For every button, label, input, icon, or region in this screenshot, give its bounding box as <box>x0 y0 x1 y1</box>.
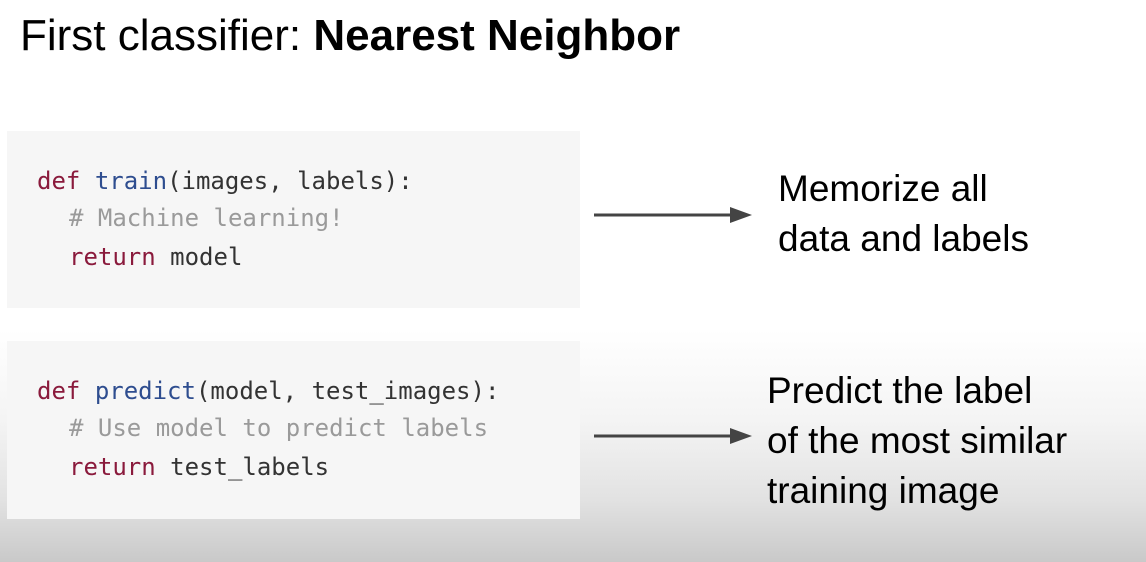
title-prefix: First classifier: <box>20 11 314 60</box>
predict-return-keyword: return <box>69 453 156 481</box>
predict-def-keyword: def <box>37 377 81 405</box>
train-note-line: Memorize all <box>778 168 988 209</box>
train-function-args: (images, labels): <box>167 167 413 195</box>
predict-arrow-icon <box>594 428 752 444</box>
predict-note: Predict the label of the most similar tr… <box>767 366 1067 516</box>
predict-comment-line: # Use model to predict labels <box>69 414 489 442</box>
predict-code-block: def predict(model, test_images): # Use m… <box>7 341 580 519</box>
train-return-line: return model <box>69 242 242 272</box>
title-emphasis: Nearest Neighbor <box>313 11 681 60</box>
train-def-line: def train(images, labels): <box>37 166 413 196</box>
train-note: Memorize all data and labels <box>778 164 1029 264</box>
predict-def-line: def predict(model, test_images): <box>37 376 499 406</box>
predict-function-name: predict <box>94 377 196 405</box>
slide-title: First classifier: Nearest Neighbor <box>20 8 680 64</box>
train-code-block: def train(images, labels): # Machine lea… <box>7 131 580 308</box>
train-def-keyword: def <box>37 167 81 195</box>
train-function-name: train <box>94 167 168 195</box>
predict-note-line: Predict the label <box>767 370 1033 411</box>
predict-return-line: return test_labels <box>69 452 329 482</box>
predict-note-line: training image <box>767 470 1000 511</box>
predict-return-value: test_labels <box>170 453 330 481</box>
train-comment-line: # Machine learning! <box>69 204 344 232</box>
train-return-value: model <box>170 243 243 271</box>
predict-function-args: (model, test_images): <box>195 377 500 405</box>
train-return-keyword: return <box>69 243 156 271</box>
predict-note-line: of the most similar <box>767 420 1068 461</box>
train-arrow-icon <box>594 207 752 223</box>
train-note-line: data and labels <box>778 218 1029 259</box>
